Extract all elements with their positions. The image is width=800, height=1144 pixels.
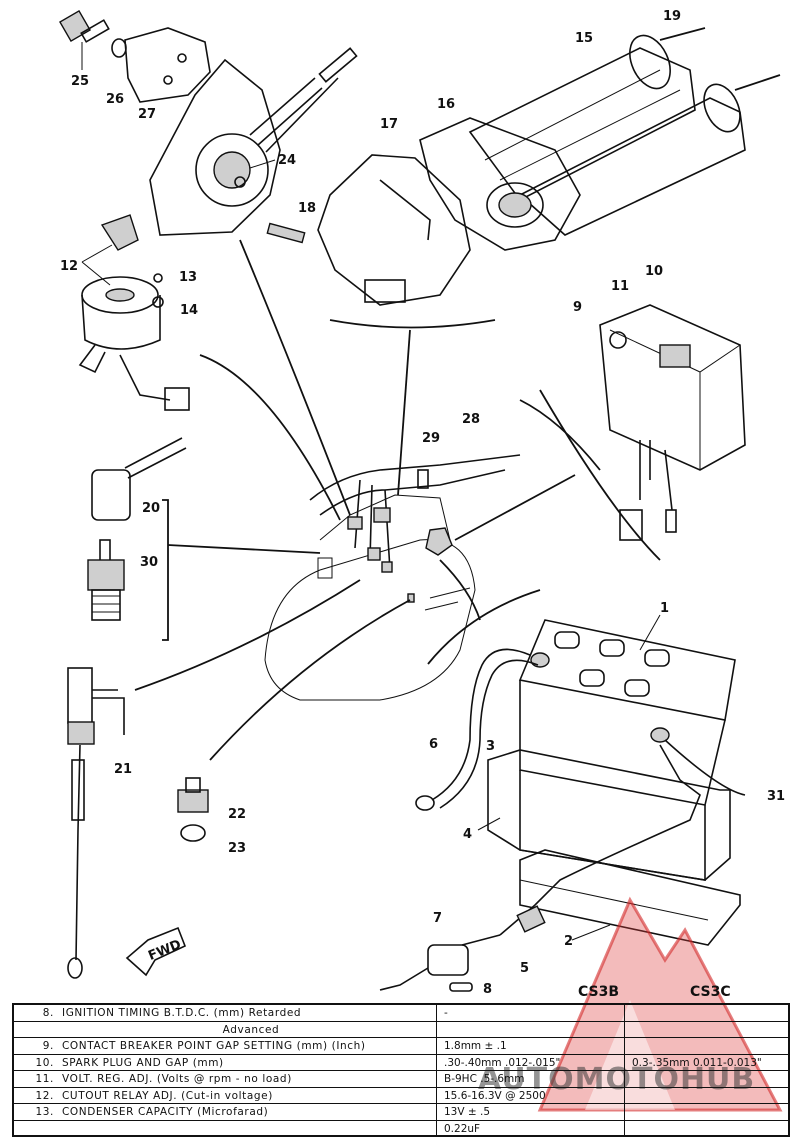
voltage-regulator-9: [599, 304, 746, 541]
table-row: 0.22uF: [444, 1122, 481, 1135]
screw-29: [417, 469, 429, 489]
table-row: 8.IGNITION TIMING B.T.D.C. (mm) Retarded…: [14, 1005, 788, 1022]
callout-20: 20: [142, 501, 160, 516]
contact-breaker-24: [149, 47, 358, 236]
table-row: 9.CONTACT BREAKER POINT GAP SETTING (mm)…: [14, 1038, 788, 1055]
electrical-exploded-diagram: FWD 25 26 27 24 17 16 15 19 18 12 13 14 …: [59, 9, 785, 997]
drain-plug-22: [177, 777, 209, 813]
engine-outline: [264, 494, 476, 701]
callout-6: 6: [429, 737, 438, 752]
callout-5: 5: [520, 961, 529, 976]
svg-text:FWD: FWD: [146, 937, 183, 964]
washer-26: [111, 38, 127, 58]
callout-17: 17: [380, 117, 398, 132]
callout-7: 7: [433, 911, 442, 926]
callout-9: 9: [573, 300, 582, 315]
callout-13: 13: [179, 270, 197, 285]
cover-band-17: [317, 154, 471, 306]
leader-lines: [134, 239, 601, 761]
battery-1: [518, 619, 736, 881]
table-row: 12.CUTOUT RELAY ADJ. (Cut-in voltage) 15…: [14, 1088, 788, 1104]
callout-27: 27: [138, 107, 156, 122]
table-row: 10.SPARK PLUG AND GAP (mm) .30-.40mm .01…: [14, 1055, 788, 1071]
callout-18: 18: [298, 201, 316, 216]
wiring-harness-28: [309, 454, 521, 603]
callout-8: 8: [483, 982, 492, 997]
fuse-8: [449, 982, 473, 992]
cable-5: [499, 744, 701, 936]
bracket-27: [124, 27, 211, 103]
callout-3: 3: [486, 739, 495, 754]
callout-26: 26: [106, 92, 124, 107]
table-divider: [624, 1005, 625, 1135]
plug-cap-20: [91, 437, 187, 521]
table-row: 13.CONDENSER CAPACITY (Microfarad) 13V ±…: [14, 1104, 788, 1121]
column-header-cs3b: CS3B: [578, 984, 620, 1000]
callout-30: 30: [140, 555, 158, 570]
ignition-switch-14: [78, 214, 190, 411]
bolt-25: [59, 10, 110, 43]
sensor-21: [67, 667, 125, 979]
callout-22: 22: [228, 807, 246, 822]
washer-23: [180, 824, 206, 842]
callout-2: 2: [564, 934, 573, 949]
starter-generator-15: [468, 27, 781, 236]
fwd-arrow: FWD: [125, 926, 187, 977]
callout-10: 10: [645, 264, 663, 279]
neutral-switch-30: [87, 539, 125, 621]
table-divider: [436, 1005, 437, 1135]
table-row: Advanced: [14, 1022, 788, 1038]
specification-table: 8.IGNITION TIMING B.T.D.C. (mm) Retarded…: [12, 1003, 790, 1137]
callout-14: 14: [180, 303, 198, 318]
lead-31: [664, 739, 746, 796]
callout-29: 29: [422, 431, 440, 446]
callout-25: 25: [71, 74, 89, 89]
callout-12: 12: [60, 259, 78, 274]
starter-housing-16: [419, 117, 581, 251]
callout-15: 15: [575, 31, 593, 46]
table-row: 11.VOLT. REG. ADJ. (Volts @ rpm - no loa…: [14, 1071, 788, 1088]
callout-23: 23: [228, 841, 246, 856]
callout-1: 1: [660, 601, 669, 616]
callout-31: 31: [767, 789, 785, 804]
column-header-cs3c: CS3C: [690, 984, 731, 1000]
callout-16: 16: [437, 97, 455, 112]
battery-cable-6: [415, 648, 539, 811]
screw-18: [266, 222, 306, 244]
callout-21: 21: [114, 762, 132, 777]
fuse-holder-7: [379, 905, 546, 991]
callout-4: 4: [463, 827, 472, 842]
callout-24: 24: [278, 153, 296, 168]
callout-28: 28: [462, 412, 480, 427]
callout-19: 19: [663, 9, 681, 24]
callout-11: 11: [611, 279, 629, 294]
